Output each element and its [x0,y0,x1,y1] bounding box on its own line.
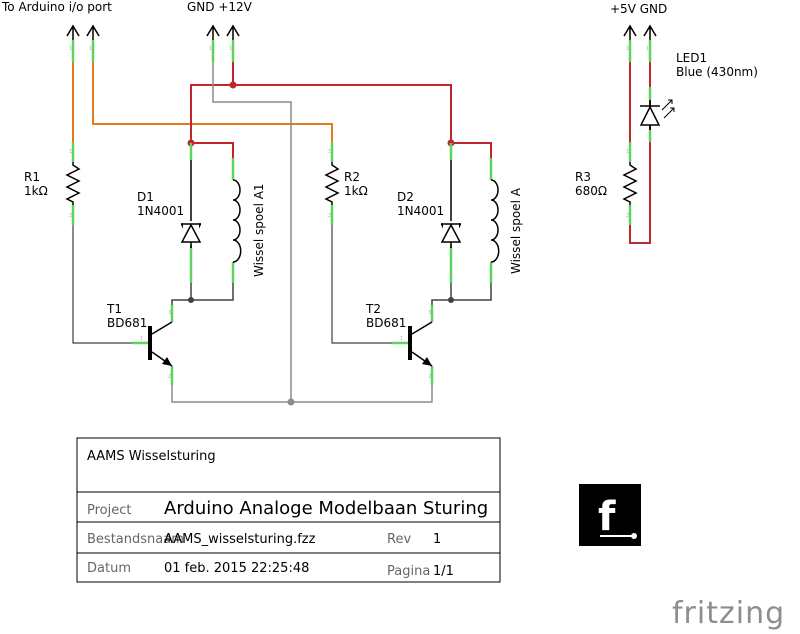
page-value: 1/1 [433,564,454,579]
label-d1-name: D1 [137,190,154,204]
pin-number: 2 [428,374,431,380]
wire-r2-signal [92,61,333,143]
pin-stub [132,305,434,385]
pin-number: 1 [328,149,331,155]
diode-fix [180,221,462,248]
label-r3-value: 680Ω [575,184,607,198]
labels: To Arduino i/o port GND +12V +5V GND R1 … [1,0,758,330]
label-arduino-connector: To Arduino i/o port [1,0,112,14]
label-t2-value: BD681 [366,316,406,330]
wire-gnd [171,61,433,403]
pin-number: 1 [140,336,143,342]
junction-dot [229,81,237,89]
label-t1-name: T1 [106,302,122,316]
label-r1-value: 1kΩ [24,184,48,198]
label-power-5v: +5V GND [610,2,667,16]
pin-number: 1 [626,149,629,155]
wire-t1-collector [171,282,234,306]
wire-d2-coil2 [450,142,492,159]
label-r1-name: R1 [24,170,40,184]
pin-number: 2 [328,213,331,219]
fritzing-logo-icon: f [579,484,641,546]
label-d2-name: D2 [397,190,414,204]
transistor-t2-symbol [408,321,433,367]
pin-number: 2 [168,374,171,380]
wire-5v [629,61,651,244]
wire-diode-collector [189,263,453,283]
label-d2-value: 1N4001 [397,204,444,218]
pin-number: 1 [209,46,212,52]
led-symbol [639,99,675,130]
pin-stub [231,158,493,283]
connector-arrows [66,24,657,62]
pin-number: 3 [428,310,431,316]
label-coil-2: Wissel spoel A [509,187,523,274]
pin-number: 2 [69,213,72,219]
wire-d1-coil1 [190,142,234,159]
title-block-title: AAMS Wisselsturing [87,449,216,464]
junctions [187,81,455,406]
pin-number: 3 [168,310,171,316]
pin-number: 2 [626,213,629,219]
pin-stub [71,40,652,62]
pin-number: 1 [400,336,403,342]
label-t1-value: BD681 [107,316,147,330]
label-power-12v: GND +12V [187,0,253,14]
label-r2-value: 1kΩ [344,184,368,198]
coil-2-symbol [490,179,500,263]
fritzing-wordmark: fritzing [672,596,785,631]
pin-number: 1 [69,149,72,155]
resistors [65,162,638,205]
pin-number: 1 [626,46,629,52]
title-block: AAMS Wisselsturing Project Arduino Analo… [76,437,501,583]
transistor-t1-symbol [148,321,173,367]
label-r3-name: R3 [575,170,591,184]
label-d1-value: 1N4001 [137,204,184,218]
date-value: 01 feb. 2015 22:25:48 [164,561,309,576]
junction-dot [448,297,454,303]
pin-numbers: 1 1 1 1 1 1 1 2 1 2 1 2 3 2 1 3 2 1 [69,46,649,380]
wire-r1-t1 [72,224,133,344]
pin-number: 1 [89,46,92,52]
label-coil-1: Wissel spoel A1 [252,183,266,277]
pin-number: 1 [646,46,649,52]
pin-stub [71,142,632,225]
resistor-r1-symbol [65,162,81,205]
pin-number: 1 [69,46,72,52]
junction-dot [287,398,295,406]
label-led-value: Blue (430nm) [676,65,758,79]
project-label: Project [87,503,131,518]
label-led-name: LED1 [676,51,707,65]
page-label: Pagina [387,564,430,579]
wire-r2-t2 [331,224,393,344]
resistor-r3-symbol [622,162,638,205]
label-t2-name: T2 [365,302,381,316]
date-label: Datum [87,561,131,576]
pin-stubs [71,40,652,385]
rev-value: 1 [433,532,441,547]
logo-letter: f [598,494,616,540]
label-r2-name: R2 [344,170,360,184]
project-value: Arduino Analoge Modelbaan Sturing [164,498,488,519]
coil-1-symbol [232,179,242,263]
rev-label: Rev [387,532,411,547]
resistor-r2-symbol [324,162,340,205]
file-label: Bestandsnaam [87,532,184,547]
wire-t2-collector [431,282,492,306]
wires [72,61,651,403]
junction-dot [188,297,194,303]
pin-number: 1 [229,46,232,52]
file-value: AAMS_wisselsturing.fzz [164,532,316,547]
wire-12v-bus [190,61,452,144]
pin-stub [189,143,453,263]
